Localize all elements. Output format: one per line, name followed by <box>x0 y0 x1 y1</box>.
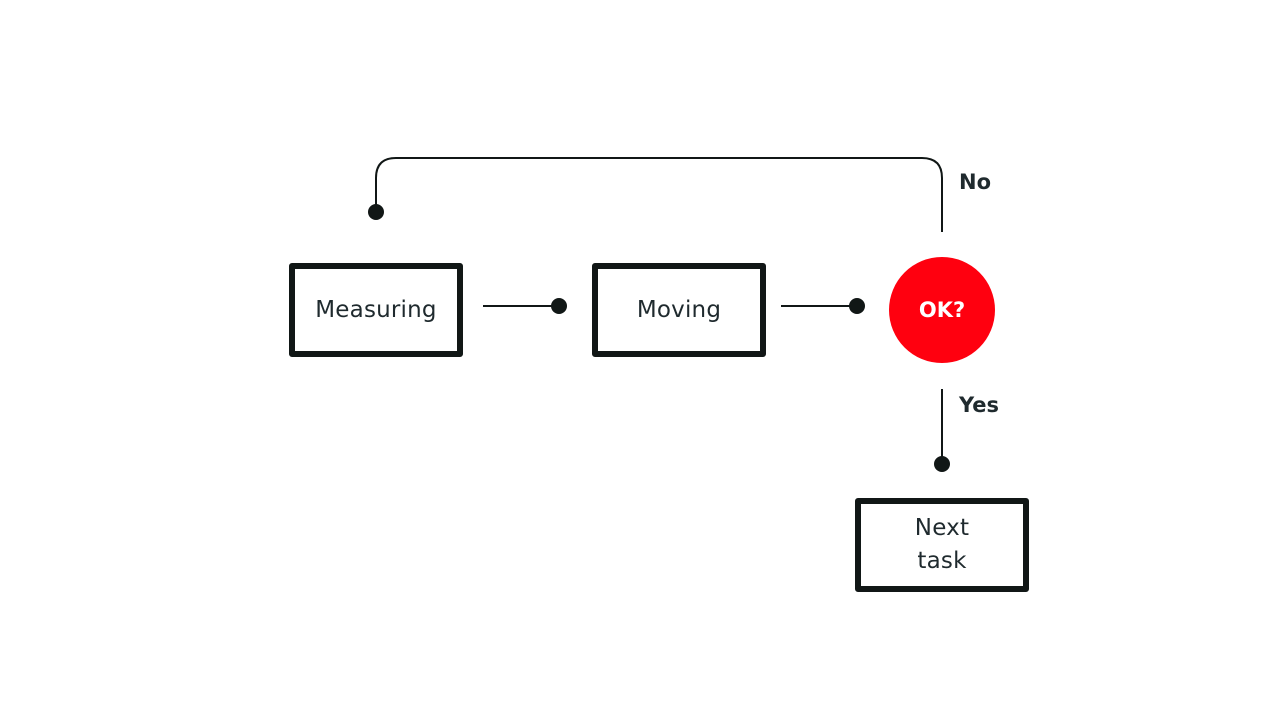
moving-node-label: Moving <box>636 296 722 323</box>
next-task-node-label: Next task <box>915 512 969 578</box>
next-task-node: Next task <box>855 498 1029 592</box>
next-task-label-line2: task <box>917 548 967 574</box>
no-loop-endpoint-dot <box>368 204 384 220</box>
ok-decision-node: OK? <box>889 257 995 363</box>
no-edge-label: No <box>959 170 992 194</box>
moving-to-decision-endpoint-dot <box>849 298 865 314</box>
moving-node: Moving <box>592 263 766 357</box>
yes-endpoint-dot <box>934 456 950 472</box>
ok-decision-label: OK? <box>918 298 966 322</box>
measuring-to-moving-endpoint-dot <box>551 298 567 314</box>
yes-edge-label: Yes <box>959 393 1000 417</box>
next-task-label-line1: Next <box>914 515 970 541</box>
measuring-node-label: Measuring <box>315 296 437 323</box>
no-loop-connector <box>375 157 943 232</box>
measuring-node: Measuring <box>289 263 463 357</box>
